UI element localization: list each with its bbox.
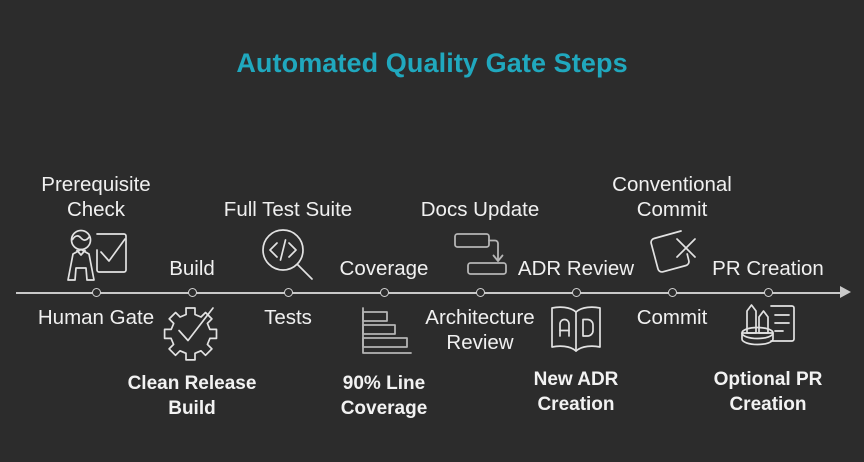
timeline-node-2[interactable]: [187, 287, 197, 297]
milestone-7-headline: Conventional Commit: [612, 173, 732, 221]
timeline-node-4[interactable]: [379, 287, 389, 297]
milestone-1-headline: Prerequisite Check: [41, 173, 151, 221]
code-magnifier-icon: [258, 226, 318, 282]
milestone-8-caption: Optional PR Creation: [713, 369, 823, 415]
milestone-1-axis-label: Human Gate: [37, 306, 155, 329]
gear-check-icon: [161, 303, 223, 363]
document-update-arrow-icon: [449, 230, 511, 278]
page-title: Automated Quality Gate Steps: [236, 48, 628, 78]
milestone-2-axis-label: Build: [169, 257, 215, 280]
milestone-3-headline: Full Test Suite: [223, 198, 353, 221]
milestone-1-axis-label-wrap: Human Gate: [0, 305, 201, 330]
pens-document-icon: [735, 303, 801, 359]
milestone-5-axis-label-wrap: Architecture Review: [375, 305, 585, 355]
milestone-3-axis-label-wrap: Tests: [183, 305, 393, 330]
milestone-6-caption: New ADR Creation: [533, 369, 619, 415]
milestone-8-below: Optional PR Creation: [663, 303, 864, 417]
timeline-line: [16, 292, 845, 294]
milestone-6-below: New ADR Creation: [471, 303, 681, 417]
milestone-3-above: Full Test Suite: [183, 197, 393, 282]
milestone-7-above: Conventional Commit: [567, 172, 777, 282]
milestone-4-axis-label: Coverage: [339, 257, 429, 280]
milestone-3-axis-label: Tests: [264, 306, 312, 329]
milestone-6-axis-label-wrap: ADR Review: [471, 256, 681, 281]
timeline-node-1[interactable]: [91, 287, 101, 297]
open-book-adr-icon: [547, 303, 605, 359]
timeline-axis: [0, 280, 864, 306]
milestone-1-above: Prerequisite Check: [0, 172, 201, 286]
bar-chart-icon: [353, 305, 415, 361]
milestone-7-axis-label-wrap: Commit: [567, 305, 777, 330]
person-checkbox-icon: [62, 228, 130, 286]
milestone-8-axis-label: PR Creation: [712, 257, 824, 280]
milestone-4-caption: 90% Line Coverage: [340, 373, 428, 419]
milestone-2-caption: Clean Release Build: [127, 373, 257, 419]
milestone-6-axis-label: ADR Review: [517, 257, 635, 280]
timeline-node-8[interactable]: [763, 287, 773, 297]
timeline-node-3[interactable]: [283, 287, 293, 297]
timeline-node-5[interactable]: [475, 287, 485, 297]
timeline-node-6[interactable]: [571, 287, 581, 297]
milestone-5-above: Docs Update: [375, 197, 585, 278]
milestone-4-below: 90% Line Coverage: [279, 305, 489, 421]
milestone-5-headline: Docs Update: [420, 198, 540, 221]
milestone-4-axis-label-wrap: Coverage: [279, 256, 489, 281]
milestone-2-below: Clean Release Build: [87, 303, 297, 421]
milestone-8-axis-label-wrap: PR Creation: [663, 256, 864, 281]
tilted-square-x-icon: [641, 226, 703, 282]
milestone-7-axis-label: Commit: [636, 306, 708, 329]
milestone-5-axis-label: Architecture Review: [425, 306, 535, 354]
timeline-arrow-icon: [840, 286, 851, 298]
milestone-2-axis-label-wrap: Build: [87, 256, 297, 281]
timeline-node-7[interactable]: [667, 287, 677, 297]
